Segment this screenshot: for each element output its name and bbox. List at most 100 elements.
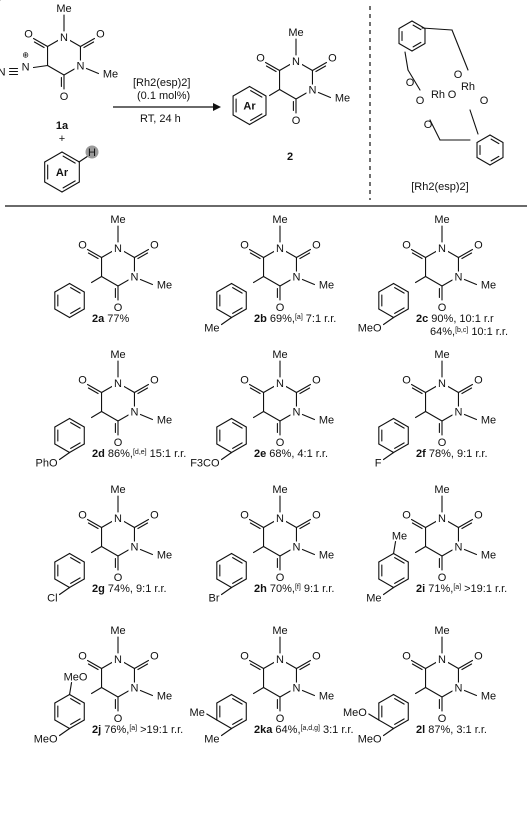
aromatic-bond (476, 156, 491, 166)
aryl-bond (252, 275, 265, 284)
aromatic-bond (378, 719, 395, 730)
carbonyl-bond (299, 252, 311, 260)
carbonyl-bond (33, 41, 45, 49)
atom-mask (436, 654, 448, 665)
catalyst-line1: [Rh2(esp)2] (133, 77, 190, 89)
atom-mask (290, 541, 303, 553)
atom-mask (128, 271, 141, 283)
aromatic-bond (392, 719, 409, 730)
n1-methyl: Me (272, 349, 287, 361)
c6-oxygen: O (78, 240, 87, 252)
yield-text: 64%, (275, 724, 300, 736)
aromatic-bond (392, 578, 409, 589)
ratio-text: 9:1 r.r. (304, 583, 335, 595)
atom-mask (436, 378, 448, 389)
n1-methyl: Me (272, 484, 287, 496)
n1-methyl: Me (434, 349, 449, 361)
aromatic-bond (216, 308, 233, 319)
n1-atom: N (438, 243, 446, 255)
substituent-bond (220, 727, 233, 737)
carbonyl-bond (248, 659, 265, 670)
n-methyl-bond (301, 689, 316, 697)
ratio-text: >19:1 r.r. (140, 724, 183, 736)
aromatic-bond (230, 417, 247, 428)
c4-oxygen: O (438, 437, 447, 449)
aromatic-bond (248, 114, 267, 126)
carbonyl-bond (86, 518, 103, 529)
carbonyl-bond (457, 518, 474, 529)
aromatic-bond (394, 442, 405, 449)
aromatic-bond (68, 552, 85, 563)
reaction-arrowhead (213, 103, 221, 111)
caption-2ka: 2ka 64%,[a,d,g]3:1 r.r. (254, 724, 354, 736)
carbonyl-bond (137, 252, 149, 260)
aromatic-bond (68, 443, 85, 454)
n-methyl-bond (301, 413, 316, 421)
compound-1a-label: 1a (56, 120, 69, 132)
aromatic-bond (394, 698, 405, 705)
yield-text: 76%, (104, 724, 129, 736)
rh-oxygen-2: O (416, 95, 425, 107)
carbonyl-bond (411, 252, 423, 260)
carbonyl-bond (295, 383, 312, 394)
compound-id: 2e (254, 448, 269, 460)
aryl-bond (414, 275, 427, 284)
atom-mask (274, 378, 286, 389)
catalyst-name-label: [Rh2(esp)2] (411, 181, 468, 193)
carbonyl-bond (299, 663, 311, 671)
carbonyl-bond (411, 663, 423, 671)
atom-mask (436, 243, 448, 254)
atom-mask (128, 541, 141, 553)
caption-2l: 2l 87%, 3:1 r.r. (416, 724, 487, 736)
ring-bond (424, 545, 443, 557)
aromatic-bond (216, 552, 233, 563)
para-substituent: Cl (47, 593, 57, 605)
footnote-marker: [d,e] (133, 449, 147, 456)
n-methyl-bond (301, 548, 316, 556)
aromatic-bond (230, 282, 247, 293)
atom-mask (274, 513, 286, 524)
ring-bond (100, 686, 119, 698)
para-substituent: F3CO (190, 458, 220, 470)
ring-bond (424, 686, 443, 698)
aromatic-bond (378, 578, 395, 589)
aromatic-bond (68, 719, 85, 730)
aromatic-bond (394, 307, 405, 314)
esp-bond (459, 49, 469, 71)
aromatic-bond (54, 308, 71, 319)
h-highlight-circle (85, 145, 99, 159)
aromatic-bond (62, 180, 76, 189)
substituent-bond (392, 540, 397, 555)
compound-id: 2l (416, 724, 428, 736)
caption-2b: 2b 69%,[a]7:1 r.r. (254, 313, 336, 325)
n-methyl-bond (463, 413, 478, 421)
aromatic-bond (412, 24, 422, 31)
atom-mask (452, 271, 465, 283)
esp-bond (429, 119, 441, 141)
aromatic-bond (378, 443, 395, 454)
n3-methyl: Me (319, 691, 334, 703)
carbonyl-bond (265, 65, 277, 73)
aromatic-bond (216, 282, 233, 293)
aromatic-bond (216, 443, 233, 454)
c4-oxygen: O (438, 572, 447, 584)
yield-text: 74%, 9:1 r.r. (108, 583, 167, 595)
carbonyl-bond (86, 248, 103, 259)
c6-oxygen: O (402, 240, 411, 252)
yield-text: 78%, 9:1 r.r. (429, 448, 488, 460)
n3-atom: N (130, 272, 138, 284)
c2-oxygen: O (312, 510, 321, 522)
atom-mask (436, 513, 448, 524)
c2-oxygen: O (150, 375, 159, 387)
n3-methyl: Me (481, 691, 496, 703)
aromatic-bond (230, 578, 247, 589)
aromatic-bond (378, 308, 395, 319)
n3-methyl: Me (319, 415, 334, 427)
carbonyl-bond (87, 387, 99, 395)
